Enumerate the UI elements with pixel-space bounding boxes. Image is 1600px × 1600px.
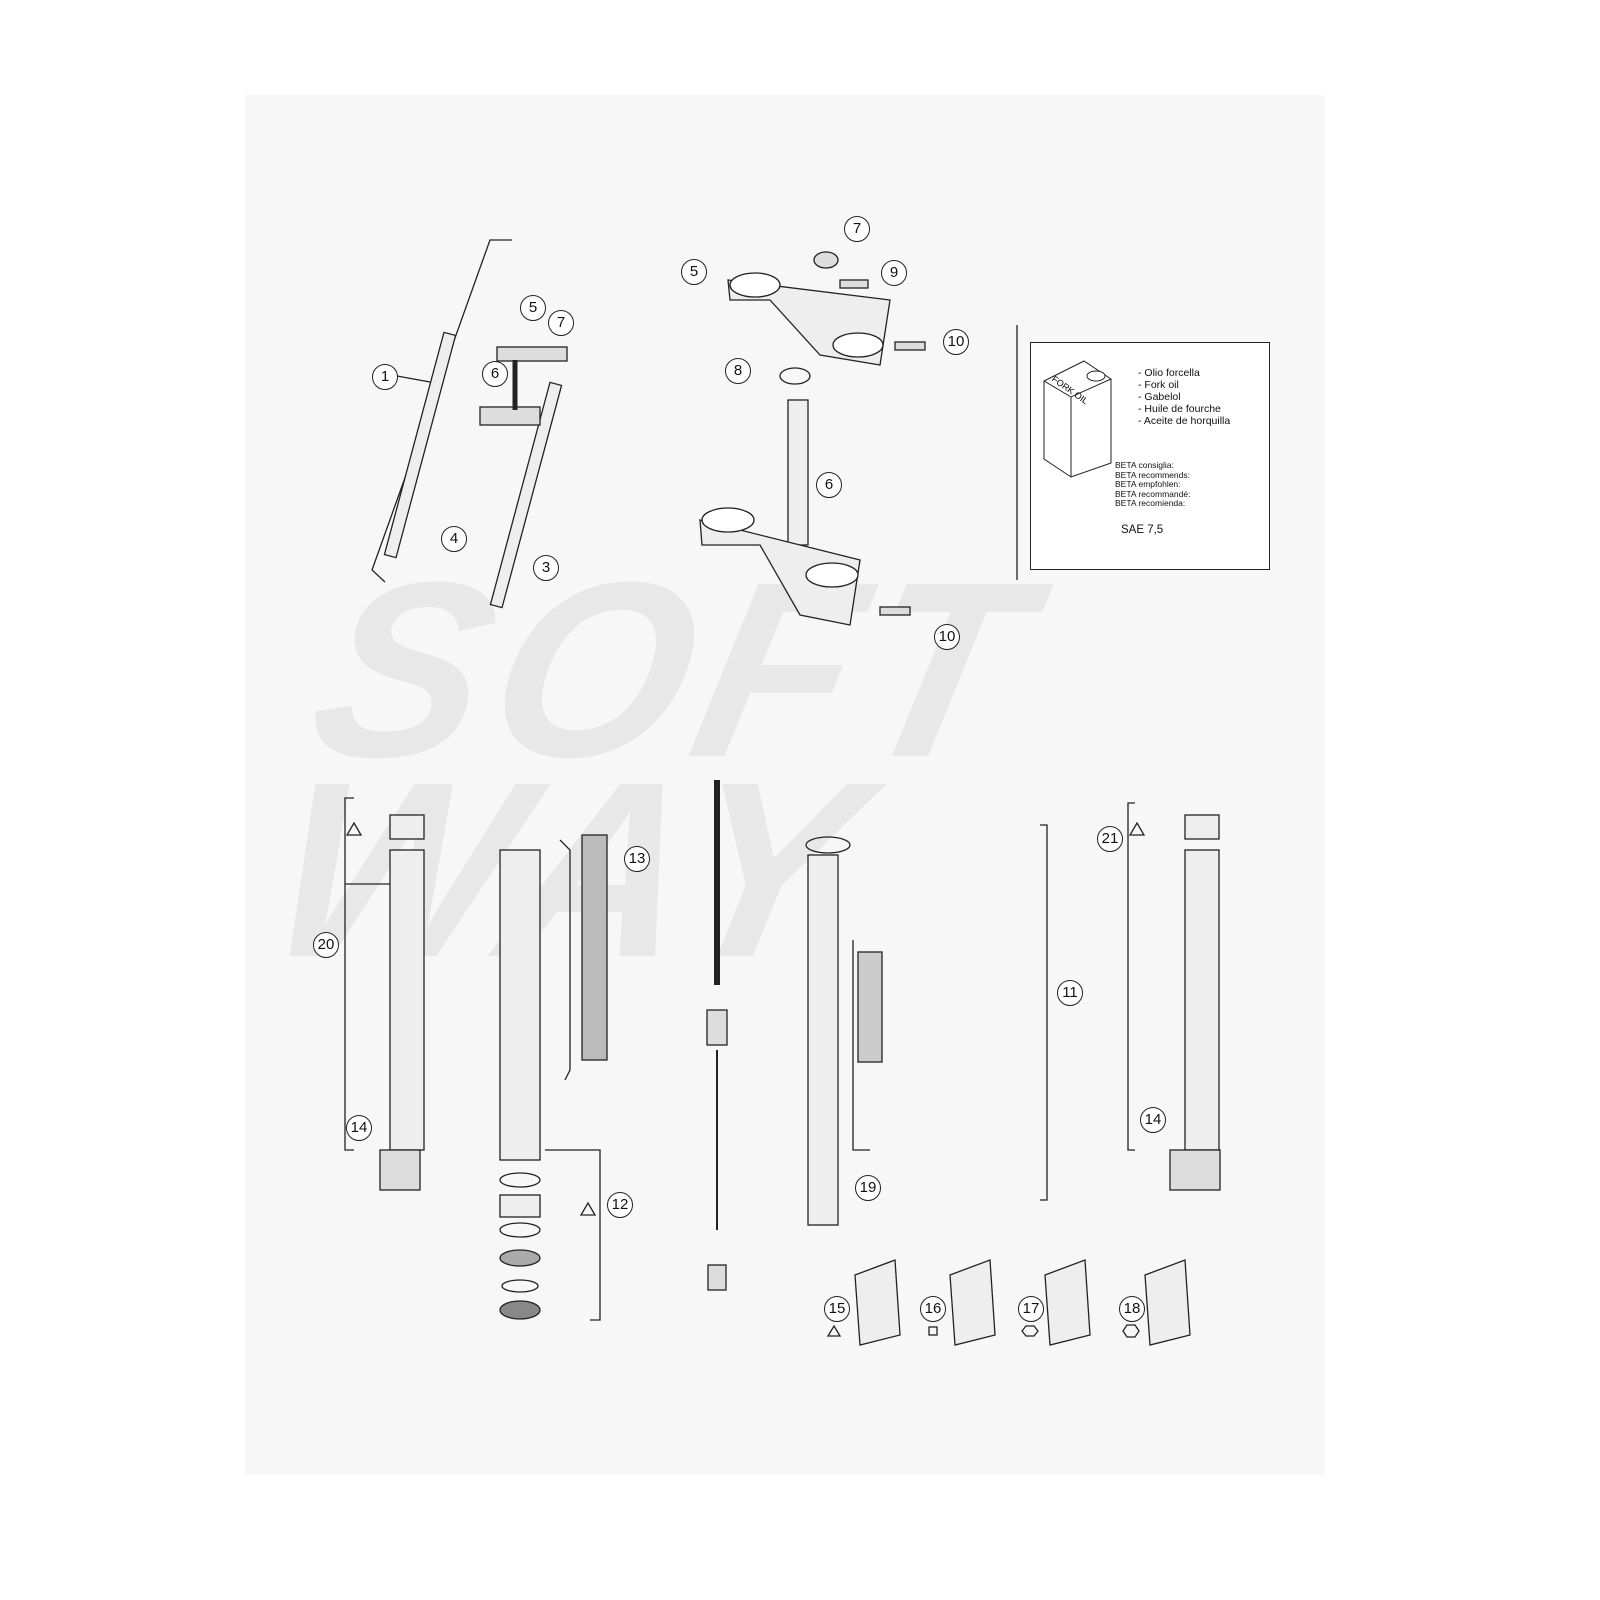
part-callout[interactable]: 7 — [844, 216, 870, 242]
fork-leg-right — [489, 381, 563, 609]
fork-leg-left — [383, 331, 457, 559]
outer-tube-right — [1184, 849, 1220, 1151]
part-callout[interactable]: 19 — [855, 1175, 881, 1201]
part-callout[interactable]: 4 — [441, 526, 467, 552]
part-callout[interactable]: 10 — [943, 329, 969, 355]
bottom-clamp-small — [479, 406, 541, 426]
part-callout[interactable]: 11 — [1057, 980, 1083, 1006]
top-nut — [813, 251, 839, 269]
part-callout[interactable]: 20 — [313, 932, 339, 958]
cartridge — [807, 854, 839, 1226]
oil-name: - Huile de fourche — [1138, 403, 1221, 415]
part-callout[interactable]: 14 — [346, 1115, 372, 1141]
inner-tube — [499, 849, 541, 1161]
spring — [581, 834, 608, 1061]
oil-name-list: - Olio forcella - Fork oil - Gabelol - H… — [1138, 367, 1230, 427]
part-callout[interactable]: 18 — [1119, 1296, 1145, 1322]
part-callout[interactable]: 13 — [624, 846, 650, 872]
part-callout[interactable]: 3 — [533, 555, 559, 581]
recommendation: BETA consiglia: — [1115, 460, 1174, 470]
recommendation: BETA recommends: — [1115, 469, 1190, 480]
o-ring — [779, 367, 811, 385]
part-callout[interactable]: 10 — [934, 624, 960, 650]
oil-name: - Aceite de horquilla — [1138, 415, 1231, 427]
part-callout[interactable]: 6 — [482, 361, 508, 387]
part-callout[interactable]: 14 — [1140, 1107, 1166, 1133]
top-clamp-small — [496, 346, 568, 362]
part-callout[interactable]: 1 — [372, 364, 398, 390]
part-callout[interactable]: 12 — [607, 1192, 633, 1218]
part-callout[interactable]: 7 — [548, 310, 574, 336]
part-callout[interactable]: 9 — [881, 260, 907, 286]
part-callout[interactable]: 15 — [824, 1296, 850, 1322]
fork-oil-info-box: FORK OIL - Olio forcella - Fork oil - Ga… — [1030, 342, 1270, 570]
lower-triple-clamp — [699, 519, 861, 626]
triangle-symbol — [345, 821, 363, 836]
oil-name: - Gabelol — [1138, 391, 1181, 403]
oil-name: - Fork oil — [1138, 379, 1179, 391]
recommendation: BETA recomienda: — [1115, 498, 1186, 508]
recommendation: BETA empfohlen: — [1115, 479, 1181, 489]
outer-tube-left — [389, 849, 425, 1151]
recommendation-list: BETA consiglia: BETA recommends: BETA em… — [1115, 460, 1191, 509]
bushing — [389, 814, 425, 840]
oil-name: - Olio forcella — [1138, 367, 1200, 379]
steering-stem — [787, 399, 809, 546]
diagram-sheet — [245, 95, 1325, 1475]
seal-kits — [826, 1259, 1191, 1346]
oil-grade: SAE 7,5 — [1121, 524, 1164, 536]
part-callout[interactable]: 16 — [920, 1296, 946, 1322]
part-callout[interactable]: 21 — [1097, 826, 1123, 852]
part-callout[interactable]: 6 — [816, 472, 842, 498]
part-callout[interactable]: 5 — [520, 295, 546, 321]
part-callout[interactable]: 8 — [725, 358, 751, 384]
part-callout[interactable]: 5 — [681, 259, 707, 285]
oil-can-icon — [1043, 360, 1112, 478]
part-callout[interactable]: 17 — [1018, 1296, 1044, 1322]
recommendation: BETA recommandé: — [1115, 488, 1191, 499]
